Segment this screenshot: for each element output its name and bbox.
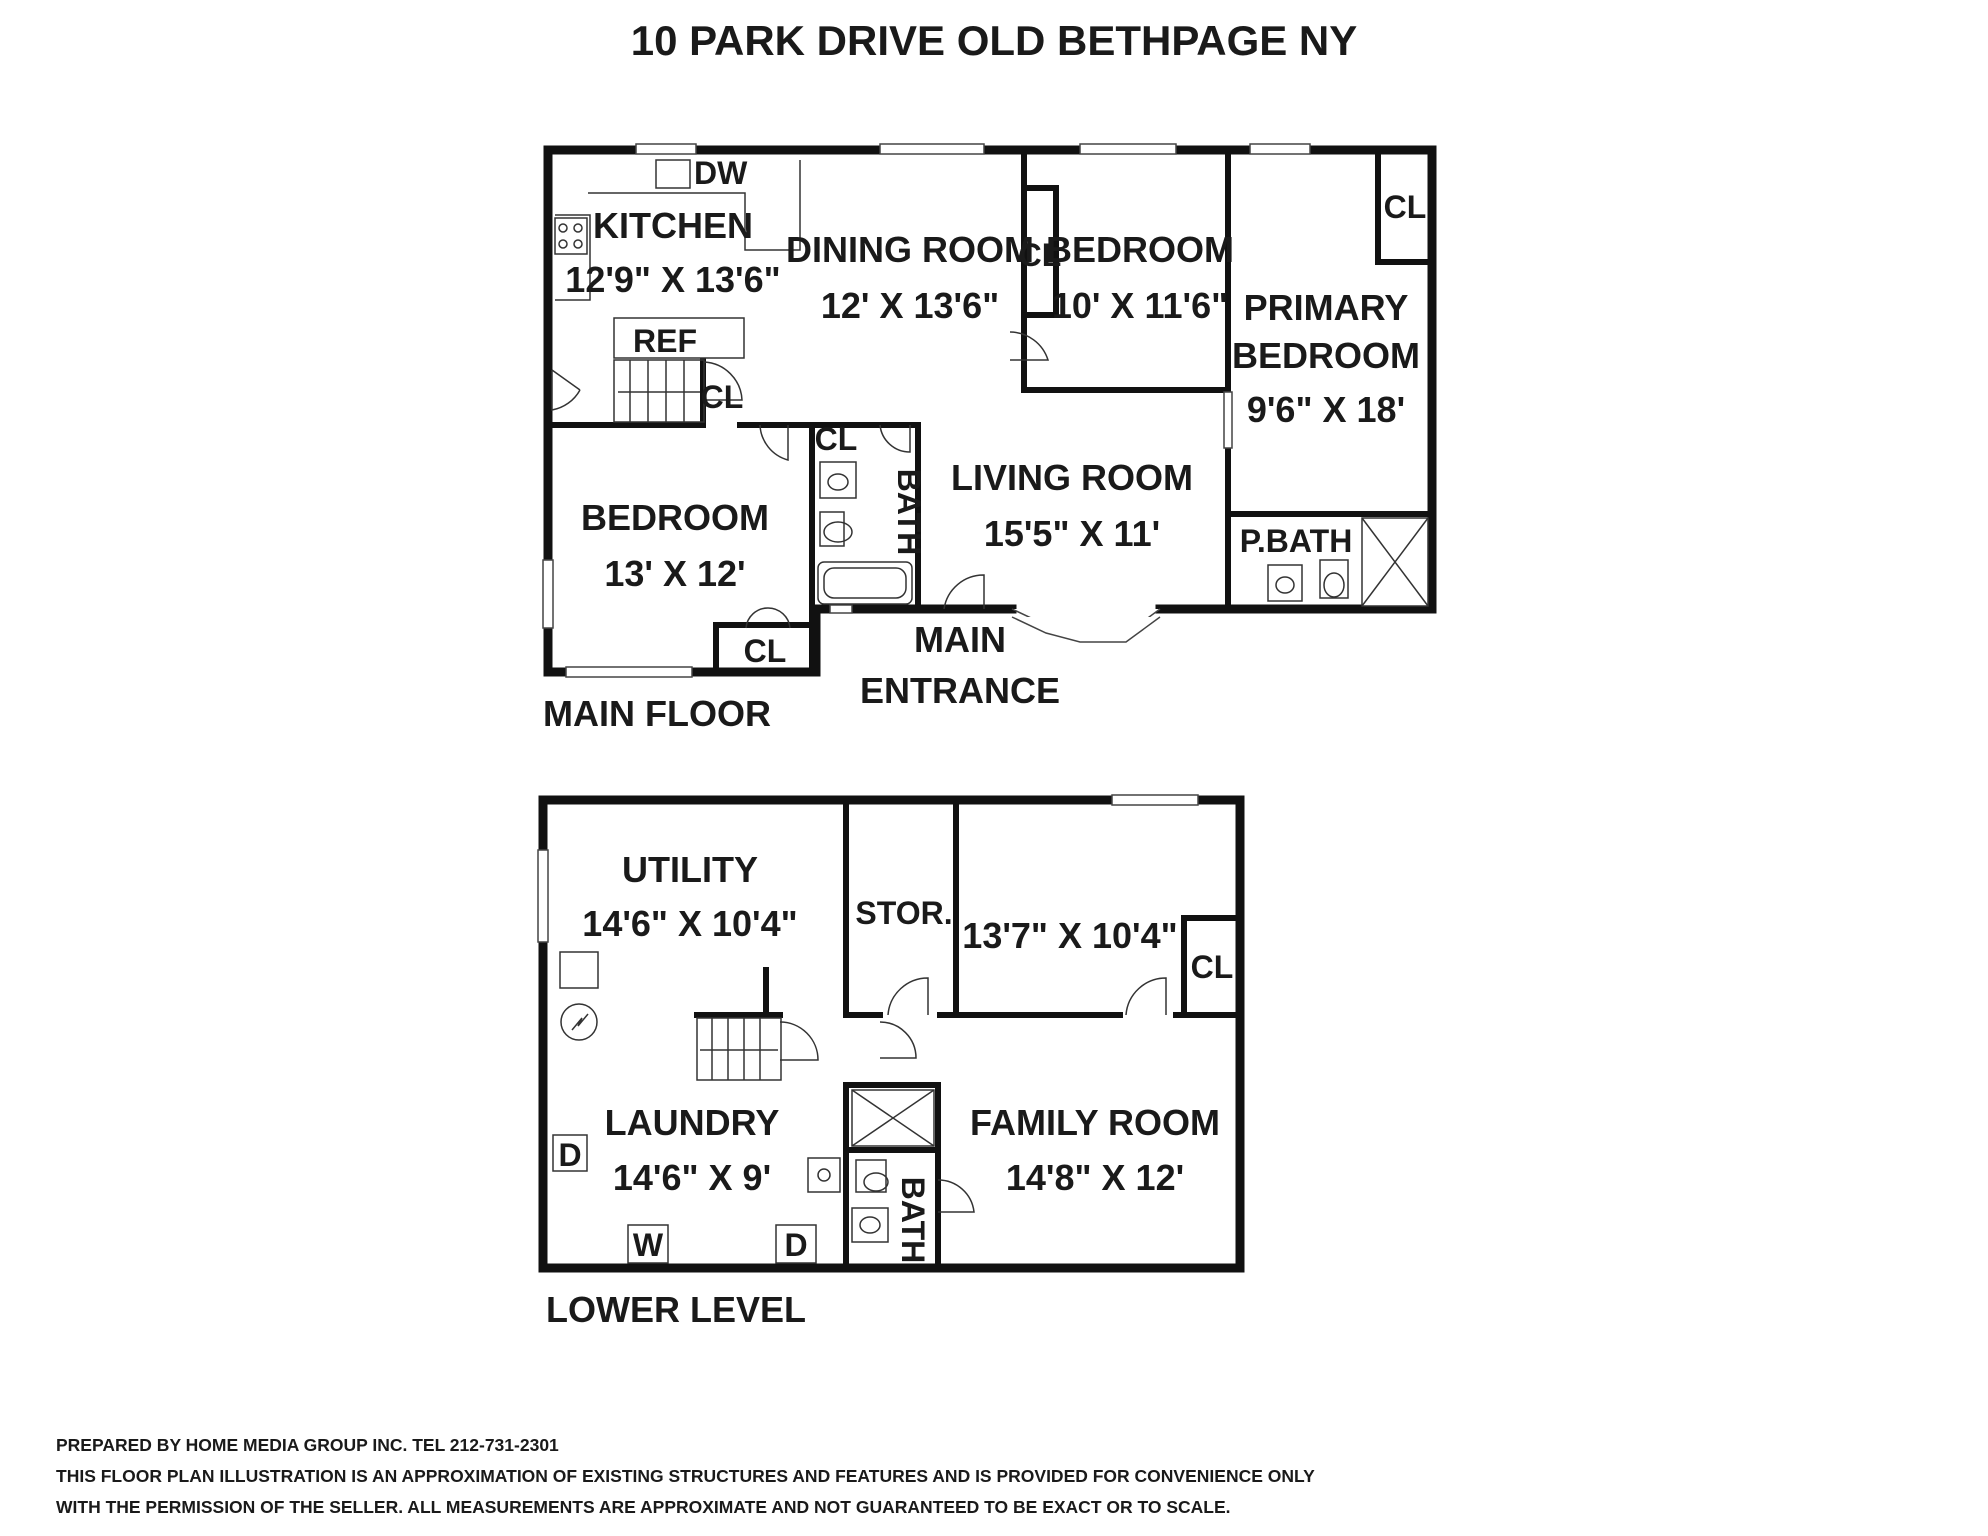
- kitchen-dims: 12'9" X 13'6": [565, 259, 780, 300]
- refrigerator-label: REF: [633, 323, 697, 359]
- main-bath-label: BATH: [891, 469, 927, 556]
- kitchen-name: KITCHEN: [593, 205, 753, 246]
- utility-dims: 14'6" X 10'4": [582, 903, 797, 944]
- lower-bath-label: BATH: [895, 1177, 931, 1264]
- footer-line-1: PREPARED BY HOME MEDIA GROUP INC. TEL 21…: [56, 1435, 559, 1455]
- living-room-dims: 15'5" X 11': [984, 513, 1160, 554]
- lower-closet-label: CL: [1191, 949, 1234, 985]
- page-title: 10 PARK DRIVE OLD BETHPAGE NY: [631, 17, 1358, 64]
- laundry-dims: 14'6" X 9': [613, 1157, 771, 1198]
- lower-level-plan: UTILITY 14'6" X 10'4" STOR. 13'7" X 10'4…: [537, 794, 1245, 1330]
- dishwasher-label: DW: [694, 155, 748, 191]
- laundry-name: LAUNDRY: [605, 1102, 780, 1143]
- main-floor-plan: DW KITCHEN 12'9" X 13'6" REF CL DINING R…: [542, 143, 1437, 734]
- bath-closet-label: CL: [815, 421, 858, 457]
- entrance-label-line2: ENTRANCE: [860, 670, 1060, 711]
- footer-line-2: THIS FLOOR PLAN ILLUSTRATION IS AN APPRO…: [56, 1466, 1315, 1486]
- bedroom1-name: BEDROOM: [581, 497, 769, 538]
- entrance-label-line1: MAIN: [914, 619, 1006, 660]
- lower-level-caption: LOWER LEVEL: [546, 1289, 806, 1330]
- washer-label: W: [633, 1227, 664, 1263]
- living-room-name: LIVING ROOM: [951, 457, 1193, 498]
- kitchen-closet-label: CL: [701, 379, 744, 415]
- primary-bedroom-name-line1: PRIMARY: [1244, 287, 1409, 328]
- primary-bedroom-dims: 9'6" X 18': [1247, 389, 1405, 430]
- dryer-label-right: D: [784, 1227, 807, 1263]
- dining-room-dims: 12' X 13'6": [821, 285, 999, 326]
- primary-bedroom-name-line2: BEDROOM: [1232, 335, 1420, 376]
- bedroom1-closet-label: CL: [744, 633, 787, 669]
- primary-closet-label: CL: [1384, 189, 1427, 225]
- bedroom1-dims: 13' X 12': [604, 553, 745, 594]
- dining-room-name: DINING ROOM: [786, 229, 1034, 270]
- bedroom2-name: BEDROOM: [1046, 229, 1234, 270]
- bedroom2-dims: 10' X 11'6": [1052, 285, 1228, 326]
- utility-name: UTILITY: [622, 849, 758, 890]
- lower-room-dims: 13'7" X 10'4": [962, 915, 1177, 956]
- storage-label: STOR.: [855, 895, 952, 931]
- family-room-name: FAMILY ROOM: [970, 1102, 1220, 1143]
- primary-bath-label: P.BATH: [1240, 523, 1353, 559]
- dryer-label-left: D: [558, 1137, 581, 1173]
- main-floor-caption: MAIN FLOOR: [543, 693, 771, 734]
- bedroom2-closet-label: CL: [1019, 237, 1062, 273]
- footer-line-3: WITH THE PERMISSION OF THE SELLER. ALL M…: [56, 1497, 1231, 1517]
- family-room-dims: 14'8" X 12': [1006, 1157, 1184, 1198]
